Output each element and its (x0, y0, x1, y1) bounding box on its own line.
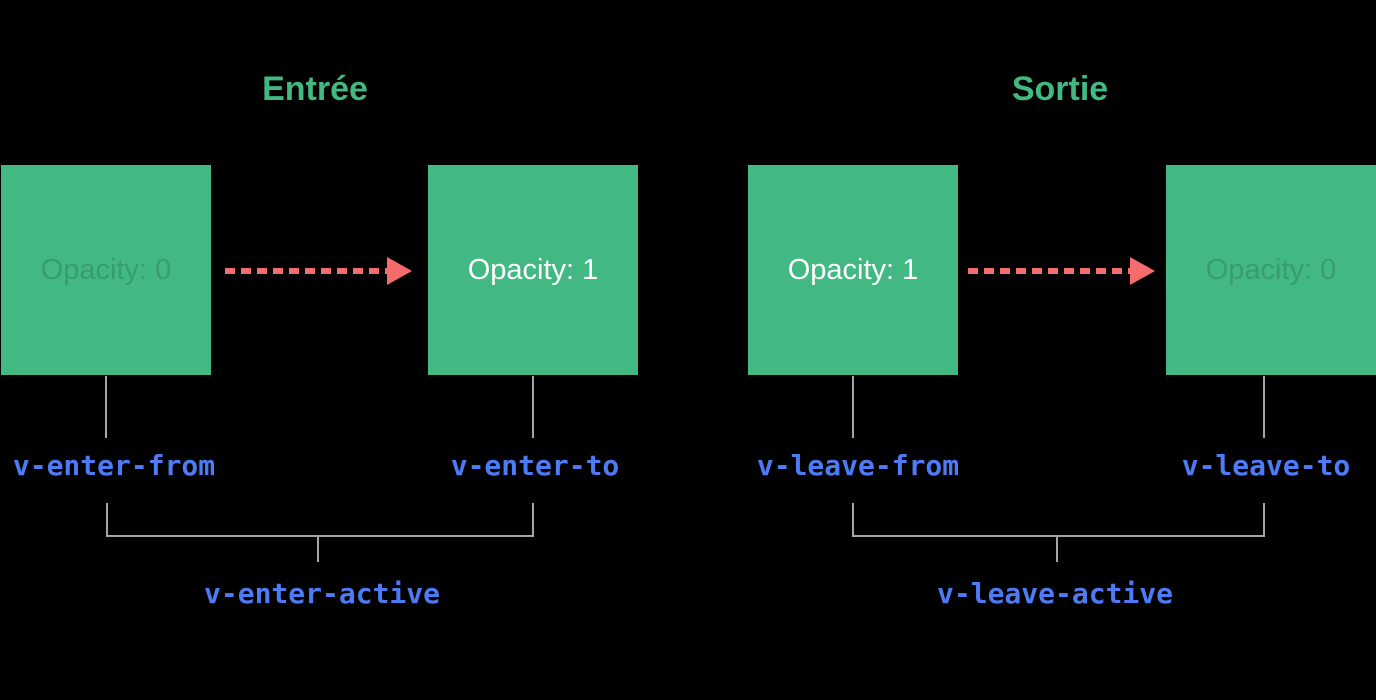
leave-to-box: Opacity: 0 (1166, 165, 1376, 375)
leave-to-opacity-label: Opacity: 0 (1205, 253, 1337, 286)
enter-to-opacity-label: Opacity: 1 (467, 253, 599, 286)
enter-section-title: Entrée (262, 70, 368, 108)
enter-from-connector-line (105, 376, 107, 438)
enter-to-connector-line (532, 376, 534, 438)
leave-from-connector-line (852, 376, 854, 438)
arrow-head (387, 257, 412, 285)
leave-active-bracket (852, 503, 1265, 537)
enter-from-box: Opacity: 0 (1, 165, 211, 375)
leave-to-class-label: v-leave-to (1181, 449, 1351, 482)
arrow-head (1130, 257, 1155, 285)
leave-to-connector-line (1263, 376, 1265, 438)
leave-transition-arrow-icon (968, 257, 1155, 285)
enter-active-class-label: v-enter-active (203, 577, 441, 610)
enter-transition-arrow-icon (225, 257, 412, 285)
enter-active-bracket-stem (317, 535, 319, 562)
enter-from-class-label: v-enter-from (12, 449, 216, 482)
enter-to-box: Opacity: 1 (428, 165, 638, 375)
enter-from-opacity-label: Opacity: 0 (40, 253, 172, 286)
arrow-dashes (225, 268, 387, 274)
enter-to-class-label: v-enter-to (450, 449, 620, 482)
leave-section-title: Sortie (1011, 70, 1109, 108)
leave-active-bracket-stem (1056, 535, 1058, 562)
arrow-dashes (968, 268, 1130, 274)
leave-active-class-label: v-leave-active (936, 577, 1174, 610)
enter-active-bracket (106, 503, 534, 537)
leave-from-opacity-label: Opacity: 1 (787, 253, 919, 286)
leave-from-class-label: v-leave-from (756, 449, 960, 482)
leave-from-box: Opacity: 1 (748, 165, 958, 375)
